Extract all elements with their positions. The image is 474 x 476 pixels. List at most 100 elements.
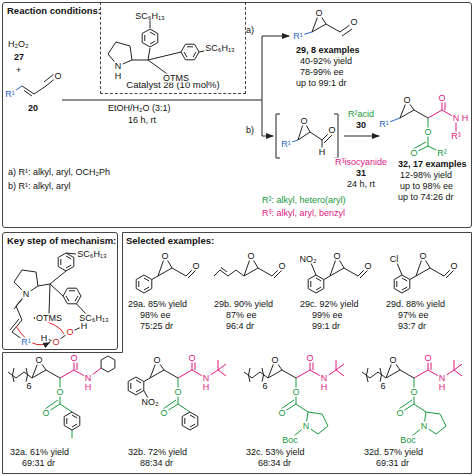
reaction-art — [276, 114, 338, 158]
scheme-text: 32d. 57% yield — [364, 448, 423, 457]
atom-label: O — [423, 354, 432, 363]
scheme-text: up to 74:26 dr — [398, 193, 454, 202]
examples-outline — [3, 233, 472, 474]
atom-label: O — [55, 388, 64, 397]
atom-label: H — [438, 383, 447, 392]
atom-label: H — [461, 114, 470, 123]
atom-label: O — [332, 252, 341, 261]
reaction-art — [181, 44, 199, 60]
ester-amide-examples-art — [60, 358, 101, 378]
aldehyde-examples-art — [136, 256, 454, 293]
scheme-text: 32a. 61% yield — [10, 448, 69, 457]
atom-label: N — [84, 374, 93, 383]
atom-label: N — [302, 422, 311, 431]
atom-label: 24 h, rt — [346, 180, 376, 189]
atom-label: H — [40, 334, 49, 343]
panel-heading: Selected examples: — [126, 236, 214, 246]
scheme-text: a) — [246, 26, 254, 35]
atom-label: R¹ — [20, 338, 32, 347]
atom-label: SC₆H₁₃ — [204, 44, 235, 53]
atom-label: OTMS — [162, 74, 190, 83]
atom-label: O — [152, 356, 161, 365]
aldehyde-examples-art — [394, 275, 410, 293]
atom-label: O — [402, 96, 411, 105]
aldehyde-examples-art — [136, 256, 196, 293]
atom-label: N — [202, 374, 211, 383]
scheme-text: b) R¹: alkyl, aryl — [8, 182, 71, 191]
atom-label: Boc — [399, 436, 417, 445]
atom-label: OTMS — [35, 314, 63, 323]
ester-amide-examples-art — [182, 412, 198, 430]
reaction-art — [262, 136, 273, 137]
atom-label: 6 — [25, 382, 32, 391]
reaction-art — [298, 13, 354, 36]
atom-label: Cl — [389, 255, 400, 264]
reaction-art — [108, 16, 220, 76]
atom-label: N — [420, 422, 429, 431]
reaction-art — [384, 98, 456, 153]
scheme-text: 27 — [14, 53, 24, 62]
atom-label: R¹ — [292, 32, 304, 41]
atom-label: O — [327, 126, 336, 135]
scheme-text: 29b. 90% yield — [214, 300, 273, 309]
atom-label: O — [34, 356, 43, 365]
scheme-text: 20 — [28, 104, 38, 113]
reaction-art — [10, 13, 456, 158]
atom-label: H — [114, 72, 123, 81]
atom-label: O — [418, 252, 427, 261]
atom-label: R¹ — [4, 90, 16, 99]
atom-label: O — [160, 252, 169, 261]
reaction-art — [262, 36, 289, 37]
scheme-text: EtOH/H₂O (3:1) — [108, 104, 171, 113]
atom-label: O — [409, 388, 418, 397]
scheme-text: 75:25 dr — [140, 322, 173, 331]
ester-amide-examples-art — [244, 358, 344, 436]
ester-amide-examples-art — [128, 358, 226, 430]
atom-label: H — [80, 322, 89, 331]
ester-amide-examples-art — [399, 378, 446, 436]
atom-label: R³ — [450, 132, 462, 141]
scheme-text: 12-98% yield — [400, 171, 452, 180]
atom-label: R²acid — [347, 110, 375, 119]
atom-label: H — [202, 383, 211, 392]
scheme-text: 69:31 dr — [376, 459, 409, 468]
atom-label: N — [438, 374, 447, 383]
reaction-art — [62, 36, 262, 136]
aldehyde-examples-art — [308, 275, 324, 293]
ester-amide-examples-art — [362, 358, 462, 436]
atom-label: O — [291, 388, 300, 397]
scheme-text: 68:34 dr — [258, 459, 291, 468]
scheme-text: + — [16, 66, 21, 75]
scheme-text: 78-99% ee — [300, 68, 344, 77]
scheme-text: 99% ee — [312, 311, 343, 320]
ester-amide-examples-art — [8, 356, 462, 438]
atom-label: O — [51, 338, 60, 347]
atom-label: O — [314, 9, 323, 18]
atom-label: O — [65, 328, 74, 337]
atom-label: H — [320, 383, 329, 392]
atom-label: O — [305, 354, 314, 363]
ester-amide-examples-art — [281, 378, 328, 436]
atom-label: O — [173, 388, 182, 397]
atom-label: O — [299, 117, 308, 126]
atom-label: O — [437, 94, 446, 103]
scheme-text: 31 — [355, 169, 367, 178]
scheme-text: 96:4 dr — [226, 322, 254, 331]
reaction-art — [276, 114, 338, 158]
scheme-text: 87% ee — [226, 311, 257, 320]
scheme-text: R³: alkyl, aryl, benzyl — [262, 209, 345, 218]
aldehyde-examples-art — [394, 256, 454, 293]
scheme-text: 32c. 53% yield — [246, 448, 305, 457]
scheme-text: 30 — [355, 121, 367, 130]
scheme-text: 29, 8 examples — [296, 46, 360, 55]
scheme-text: 97% ee — [398, 311, 429, 320]
atom-label: H — [84, 383, 93, 392]
atom-label: O — [246, 252, 255, 261]
scheme-text: R²: alkyl, hetero(aryl) — [262, 196, 346, 205]
atom-label: H — [318, 148, 327, 157]
ester-amide-examples-art — [128, 377, 144, 395]
scheme-text: up to 98% ee — [400, 182, 453, 191]
atom-label: O — [388, 356, 397, 365]
atom-label: O — [449, 262, 458, 271]
reaction-art — [344, 136, 379, 137]
